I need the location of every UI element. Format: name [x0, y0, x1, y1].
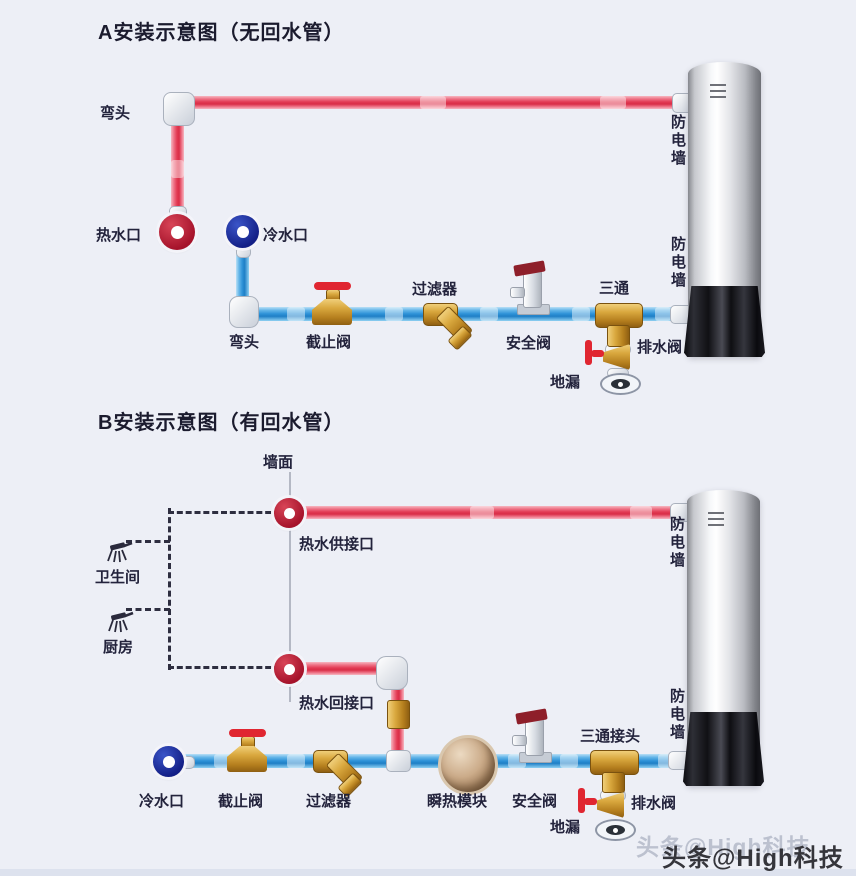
cold-water-port-icon — [226, 215, 259, 248]
tee-label: 三通 — [599, 280, 630, 297]
pipe-coupling — [600, 96, 626, 109]
drain-valve-label: 排水阀 — [637, 339, 683, 356]
branch-dashed-line — [168, 508, 171, 670]
water-heater-tank-b — [683, 490, 764, 786]
floor-drain-icon — [600, 373, 641, 395]
heating-module-label: 瞬热模块 — [427, 793, 488, 810]
hot-water-port-icon — [159, 214, 195, 250]
drain-valve-handle-icon — [585, 340, 592, 365]
anti-electric-wall-label: 防电墙 — [668, 688, 685, 742]
tee-joint-label: 三通接头 — [580, 728, 641, 745]
heating-module-icon — [438, 735, 498, 795]
shower-head-icon — [107, 541, 133, 563]
hot-pipe-vertical-a — [171, 112, 184, 210]
return-union-fitting — [387, 700, 410, 729]
elbow-fitting-icon — [163, 92, 195, 126]
diagram-a-title: A安装示意图（无回水管） — [98, 22, 345, 44]
branch-dashed-line — [126, 608, 170, 611]
kitchen-label: 厨房 — [103, 639, 134, 656]
stop-valve-icon — [227, 746, 267, 772]
hot-return-port-icon — [274, 654, 304, 684]
diagram-b-title: B安装示意图（有回水管） — [98, 412, 345, 434]
hot-return-pipe — [299, 662, 385, 675]
anti-electric-wall-label: 防电墙 — [669, 114, 686, 168]
drain-valve-handle-stem — [591, 350, 604, 357]
water-heater-tank-a — [684, 62, 765, 357]
hot-supply-port-icon — [274, 498, 304, 528]
pipe-coupling — [171, 160, 184, 178]
safety-valve-spout — [512, 735, 527, 746]
floor-drain-label: 地漏 — [550, 819, 581, 836]
hot-port-label: 热水口 — [96, 227, 142, 244]
tank-base — [683, 712, 764, 786]
pipe-coupling — [630, 506, 652, 519]
cold-water-port-icon — [153, 746, 184, 777]
stop-valve-label: 截止阀 — [306, 334, 352, 351]
elbow-fitting-icon — [376, 656, 408, 690]
elbow-fitting-icon — [229, 296, 259, 328]
cold-port-label: 冷水口 — [263, 227, 309, 244]
pipe-coupling — [655, 307, 671, 321]
tank-vent-grille — [710, 84, 726, 100]
safety-valve-spout — [510, 287, 525, 298]
elbow-top-label: 弯头 — [100, 105, 131, 122]
safety-valve-label: 安全阀 — [512, 793, 558, 810]
hot-return-port-label: 热水回接口 — [299, 695, 375, 712]
pipe-coupling — [560, 754, 578, 768]
pipe-coupling — [470, 506, 494, 519]
tank-vent-grille — [708, 512, 724, 528]
watermark-ghost-text: 头条@High科技 — [636, 834, 811, 860]
filter-label: 过滤器 — [306, 793, 352, 810]
floor-drain-label: 地漏 — [550, 374, 581, 391]
safety-valve-icon — [525, 718, 544, 756]
stop-valve-icon — [312, 299, 352, 325]
branch-dashed-line — [168, 511, 280, 514]
cold-pipe-horizontal-b — [180, 754, 690, 768]
tee-fitting-drop — [607, 325, 630, 347]
branch-dashed-line — [126, 540, 170, 543]
filter-label: 过滤器 — [412, 281, 458, 298]
pipe-coupling — [385, 307, 403, 321]
pipe-coupling — [420, 96, 446, 109]
branch-dashed-line — [168, 666, 280, 669]
bottom-band — [0, 869, 856, 876]
shower-head-icon — [108, 611, 134, 633]
hot-pipe-horizontal-a — [176, 96, 692, 109]
anti-electric-wall-label: 防电墙 — [668, 516, 685, 570]
drain-valve-label: 排水阀 — [631, 795, 677, 812]
anti-electric-wall-label: 防电墙 — [669, 236, 686, 290]
safety-valve-label: 安全阀 — [506, 335, 552, 352]
floor-drain-icon — [595, 819, 636, 841]
stop-valve-handle-icon — [314, 282, 351, 290]
tank-base — [684, 286, 765, 357]
drain-valve-handle-icon — [578, 788, 585, 813]
watermark-text: 头条@High科技 — [662, 845, 844, 872]
stop-valve-label: 截止阀 — [218, 793, 264, 810]
diagram-a: A安装示意图（无回水管） 热水口 弯头 冷水口 弯头 截止阀 过 — [0, 0, 856, 400]
safety-valve-icon — [523, 270, 542, 308]
pipe-coupling — [287, 307, 305, 321]
bathroom-label: 卫生间 — [95, 569, 141, 586]
hot-supply-port-label: 热水供接口 — [299, 536, 375, 553]
elbow-bottom-label: 弯头 — [229, 334, 260, 351]
drain-valve-handle-stem — [584, 798, 597, 805]
pipe-coupling — [572, 307, 590, 321]
hot-supply-pipe — [299, 506, 690, 519]
return-tee-joint — [386, 750, 411, 772]
tee-fitting-drop — [602, 772, 625, 793]
wall-label: 墙面 — [263, 454, 294, 471]
cold-port-label: 冷水口 — [139, 793, 185, 810]
cold-pipe-vertical-a — [236, 252, 249, 308]
wall-line — [289, 472, 291, 702]
stop-valve-handle-icon — [229, 729, 266, 737]
diagram-b: B安装示意图（有回水管） 墙面 卫生间 厨房 — [0, 400, 856, 876]
pipe-coupling — [480, 307, 498, 321]
cold-pipe-horizontal-a — [243, 307, 692, 321]
pipe-coupling — [287, 754, 305, 768]
